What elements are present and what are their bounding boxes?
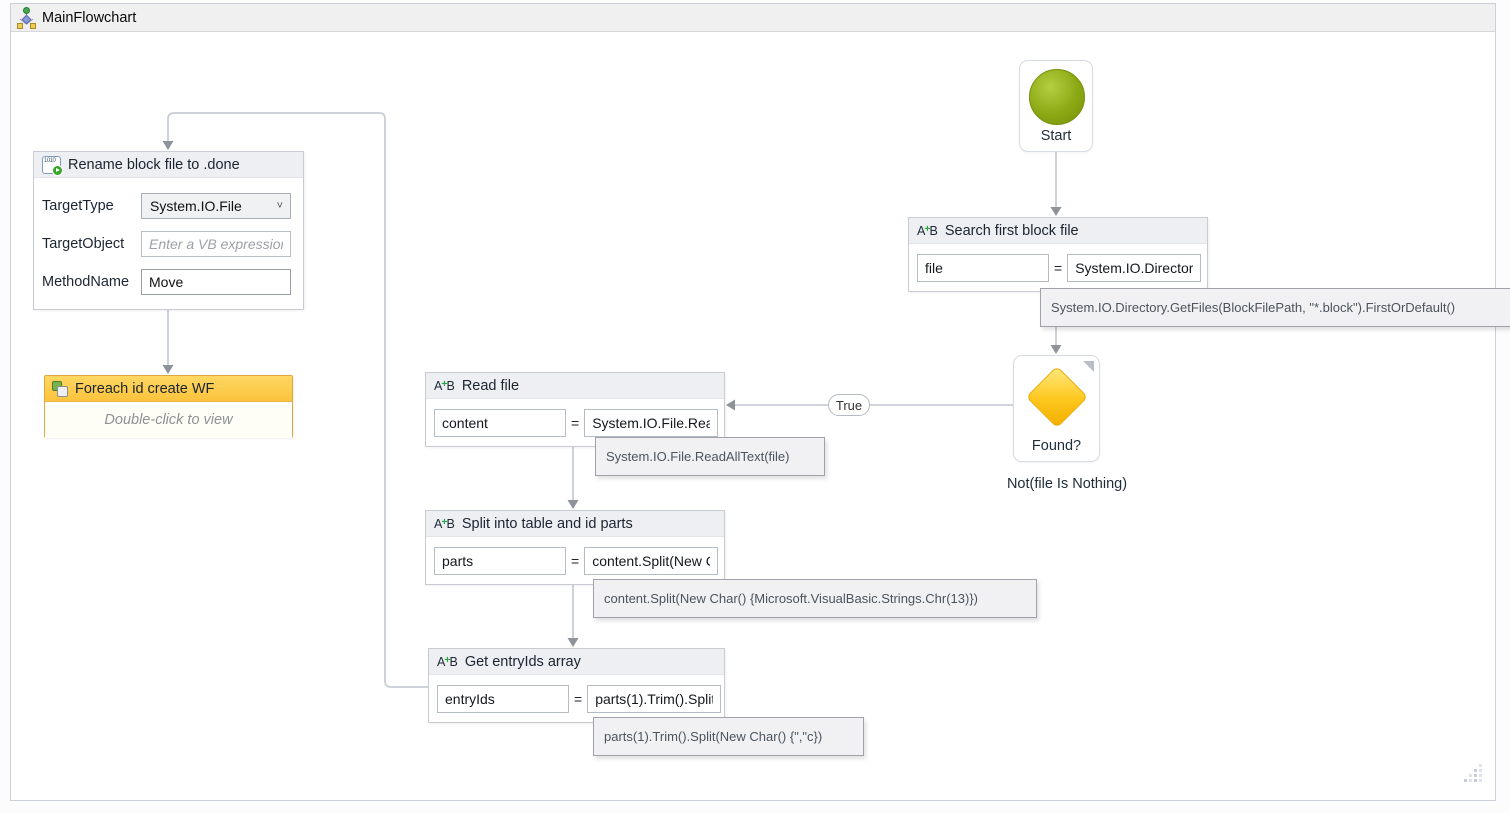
start-node[interactable]: Start — [1019, 60, 1093, 152]
decision-condition-label: Not(file Is Nothing) — [1006, 476, 1128, 492]
assign-icon: A+B — [434, 378, 455, 393]
double-click-hint: Double-click to view — [104, 412, 233, 428]
activity-title: Read file — [461, 377, 520, 394]
search-expression-tooltip: System.IO.Directory.GetFiles(BlockFilePa… — [1040, 288, 1510, 327]
search-assign-to-input[interactable] — [917, 254, 1049, 282]
activity-read-file[interactable]: A+B Read file = — [425, 372, 725, 447]
entryids-assign-to-input[interactable] — [437, 685, 569, 713]
true-branch-label[interactable]: True — [828, 394, 870, 416]
activity-split-into-parts[interactable]: A+B Split into table and id parts = — [425, 510, 725, 585]
activity-header: 1010 Rename block file to .done — [34, 152, 303, 178]
equals-sign: = — [574, 691, 583, 707]
readfile-assign-to-input[interactable] — [434, 409, 566, 437]
split-assign-to-input[interactable] — [434, 547, 566, 575]
equals-sign: = — [1054, 260, 1063, 276]
flowchart-icon — [16, 6, 36, 29]
arrowheads — [162, 141, 1062, 647]
method-name-label: MethodName — [42, 274, 130, 290]
readfile-expression-tooltip: System.IO.File.ReadAllText(file) — [595, 437, 825, 476]
breadcrumb-bar[interactable]: MainFlowchart — [11, 4, 1495, 32]
play-badge-icon — [52, 164, 63, 176]
equals-sign: = — [571, 553, 580, 569]
target-type-value: System.IO.File — [150, 198, 242, 214]
activity-title: Get entryIds array — [464, 653, 581, 670]
search-assign-value-input[interactable] — [1067, 254, 1202, 282]
entryids-expression-tooltip: parts(1).Trim().Split(New Char() {","c}) — [593, 717, 864, 756]
resize-grip-icon[interactable] — [1464, 764, 1488, 793]
readfile-assign-value-input[interactable] — [584, 409, 719, 437]
breadcrumb-title: MainFlowchart — [42, 9, 137, 26]
activity-header: A+B Read file — [426, 373, 724, 399]
invoke-method-body: TargetType System.IO.File ˅ TargetObject… — [34, 178, 303, 295]
equals-sign: = — [571, 415, 580, 431]
activity-foreach-id-create-wf[interactable]: Foreach id create WF Double-click to vie… — [44, 375, 293, 438]
target-type-label: TargetType — [42, 198, 114, 214]
start-label: Start — [1040, 128, 1072, 144]
collapse-corner-icon — [1083, 361, 1094, 372]
invoke-method-icon: 1010 — [42, 155, 63, 176]
assign-icon: A+B — [917, 223, 938, 238]
activity-title: Foreach id create WF — [75, 380, 215, 397]
invoke-workflow-icon — [52, 380, 68, 397]
split-assign-value-input[interactable] — [584, 547, 719, 575]
start-circle-icon — [1029, 69, 1085, 125]
decision-diamond-icon — [1025, 365, 1089, 429]
activity-header: A+B Get entryIds array — [429, 649, 724, 675]
collapsed-body[interactable]: Double-click to view — [45, 402, 292, 438]
split-expression-tooltip: content.Split(New Char() {Microsoft.Visu… — [593, 579, 1037, 618]
chevron-down-icon: ˅ — [276, 199, 283, 212]
target-type-dropdown[interactable]: System.IO.File ˅ — [141, 193, 291, 219]
activity-header: A+B Search first block file — [909, 218, 1207, 244]
assign-icon: A+B — [434, 516, 455, 531]
activity-title: Search first block file — [944, 222, 1079, 239]
connector-getids-to-rename-loop[interactable] — [167, 112, 428, 688]
method-name-input[interactable] — [141, 269, 291, 295]
decision-label: Found? — [1031, 438, 1082, 454]
activity-search-first-block-file[interactable]: A+B Search first block file = — [908, 217, 1208, 292]
activity-header: Foreach id create WF — [45, 376, 292, 402]
activity-title: Split into table and id parts — [461, 515, 633, 532]
activity-get-entryids-array[interactable]: A+B Get entryIds array = — [428, 648, 725, 723]
activity-header: A+B Split into table and id parts — [426, 511, 724, 537]
activity-rename-block-file[interactable]: 1010 Rename block file to .done TargetTy… — [33, 151, 304, 310]
target-object-input[interactable] — [141, 231, 291, 257]
entryids-assign-value-input[interactable] — [587, 685, 722, 713]
target-object-label: TargetObject — [42, 236, 125, 252]
decision-node-found[interactable]: Found? — [1013, 355, 1100, 462]
assign-icon: A+B — [437, 654, 458, 669]
activity-title: Rename block file to .done — [68, 156, 240, 173]
